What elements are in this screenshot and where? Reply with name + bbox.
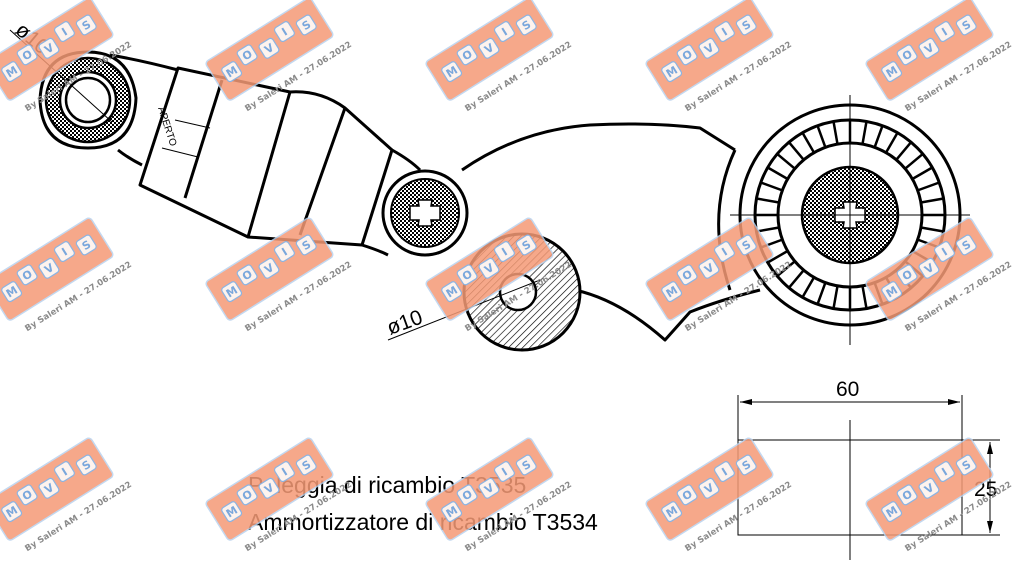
pulley-tooth (767, 166, 789, 181)
pulley-tooth (904, 152, 924, 170)
pulley-tooth (776, 260, 796, 278)
pulley-tooth (873, 125, 884, 148)
pulley-tooth (801, 276, 816, 298)
pulley-tooth (756, 226, 780, 233)
pulley-side-view: 60 25 (737, 378, 1000, 560)
pulley-tooth (832, 285, 839, 309)
pulley-tooth (816, 282, 827, 305)
pulley-tooth (756, 197, 780, 204)
pulley-tooth (920, 226, 944, 233)
watermark-letter: I (940, 25, 950, 38)
eye-bottom-diameter-label: ø10 (384, 306, 426, 340)
pulley-tooth (920, 197, 944, 204)
watermark-letter: I (60, 25, 70, 38)
pulley-tooth (884, 132, 899, 154)
watermark-letter: I (720, 245, 730, 258)
watermark-letter: I (500, 245, 510, 258)
pulley-tooth (917, 181, 940, 192)
torx-icon (409, 199, 441, 227)
watermark-letter: I (720, 25, 730, 38)
pulley-tooth (816, 125, 827, 148)
width-dimension-label: 60 (836, 378, 859, 401)
watermark-letter: I (500, 25, 510, 38)
damper: APERTO (109, 53, 422, 257)
watermark-letter: I (280, 465, 290, 478)
pulley-tooth (895, 141, 913, 161)
watermark-letter: I (60, 465, 70, 478)
watermark-letter: I (60, 245, 70, 258)
pulley-tooth (760, 181, 783, 192)
pulley-tooth (832, 121, 839, 145)
watermark-letter: I (280, 25, 290, 38)
note-damper-part: Ammortizzatore di ricambio T3534 (248, 509, 598, 535)
pulley-tooth (776, 152, 796, 170)
pulley-tooth (911, 166, 933, 181)
pivot-bolt (381, 169, 469, 257)
pulley-tooth (767, 249, 789, 264)
watermark-letter: I (940, 245, 950, 258)
pulley-tooth (861, 285, 868, 309)
pulley-tooth (861, 121, 868, 145)
pulley-tooth (787, 269, 805, 289)
watermark-letter: I (280, 245, 290, 258)
watermark-letter: I (720, 465, 730, 478)
watermark-letter: I (500, 465, 510, 478)
watermark-letter: I (940, 465, 950, 478)
pulley-tooth (787, 141, 805, 161)
pulley-tooth (801, 132, 816, 154)
